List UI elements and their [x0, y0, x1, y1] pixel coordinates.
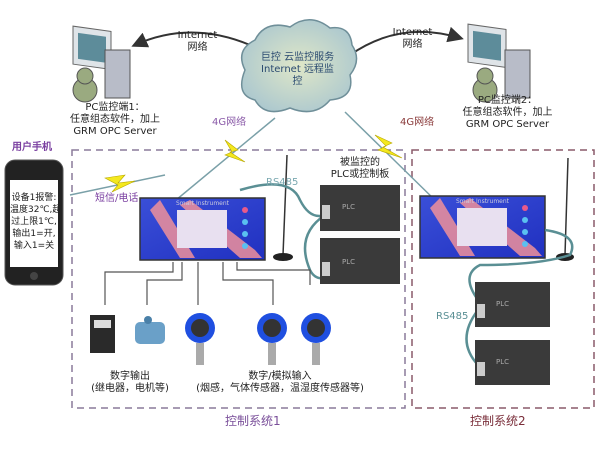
plc-1	[320, 185, 400, 231]
plc-4	[475, 340, 550, 385]
phone-screen-text: 设备1报警:温度32℃,超过上限1℃,输出1=开,输入1=关	[10, 193, 62, 251]
controller-1	[139, 197, 266, 261]
io-wiring	[104, 262, 311, 305]
plc-3-text: PLC	[496, 300, 510, 308]
pc-monitor-1-icon	[72, 25, 131, 103]
plc-1-text: PLC	[342, 203, 356, 211]
phone-icon	[4, 159, 64, 286]
rs485-label-1: RS485	[266, 177, 299, 188]
system2-label: 控制系统2	[470, 414, 526, 428]
pc-monitor-2-icon	[467, 23, 531, 103]
rs485-label-2: RS485	[436, 311, 469, 322]
controller-2-text: Smart Instrument	[455, 198, 510, 205]
digital-output-label: 数字输出(继电器，电机等)	[91, 371, 169, 394]
plc-3	[475, 282, 550, 327]
motor-icon	[135, 316, 165, 344]
cloud-icon	[240, 19, 358, 113]
wireless-link-right	[344, 111, 441, 206]
controller-1-text: Smart Instrument	[175, 200, 230, 207]
antenna-1-icon	[273, 154, 293, 261]
phone-title: 用户手机	[12, 142, 52, 153]
relay-icon	[90, 315, 115, 353]
digital-input-label: 数字/模拟输入(烟感，气体传感器，温湿度传感器等)	[196, 371, 364, 394]
4g-label-left: 4G网络	[212, 117, 247, 128]
sms-link	[69, 174, 166, 196]
sensor-3-icon	[301, 313, 331, 365]
internet-arrow-right	[335, 26, 464, 69]
plc-2-text: PLC	[342, 258, 356, 266]
4g-label-right: 4G网络	[400, 117, 435, 128]
rs485-cable-2	[465, 228, 574, 366]
plc-4-text: PLC	[496, 358, 510, 366]
plc-2	[320, 238, 400, 284]
wireless-link-left	[169, 117, 276, 206]
sensor-1-icon	[185, 313, 215, 365]
sensor-2-icon	[257, 313, 287, 365]
controller-2	[419, 195, 546, 259]
sms-label: 短信/电话	[95, 193, 139, 204]
system1-label: 控制系统1	[225, 414, 281, 428]
system2-boundary	[411, 149, 595, 409]
system1-boundary	[71, 149, 406, 409]
internet-arrow-left	[131, 31, 265, 57]
